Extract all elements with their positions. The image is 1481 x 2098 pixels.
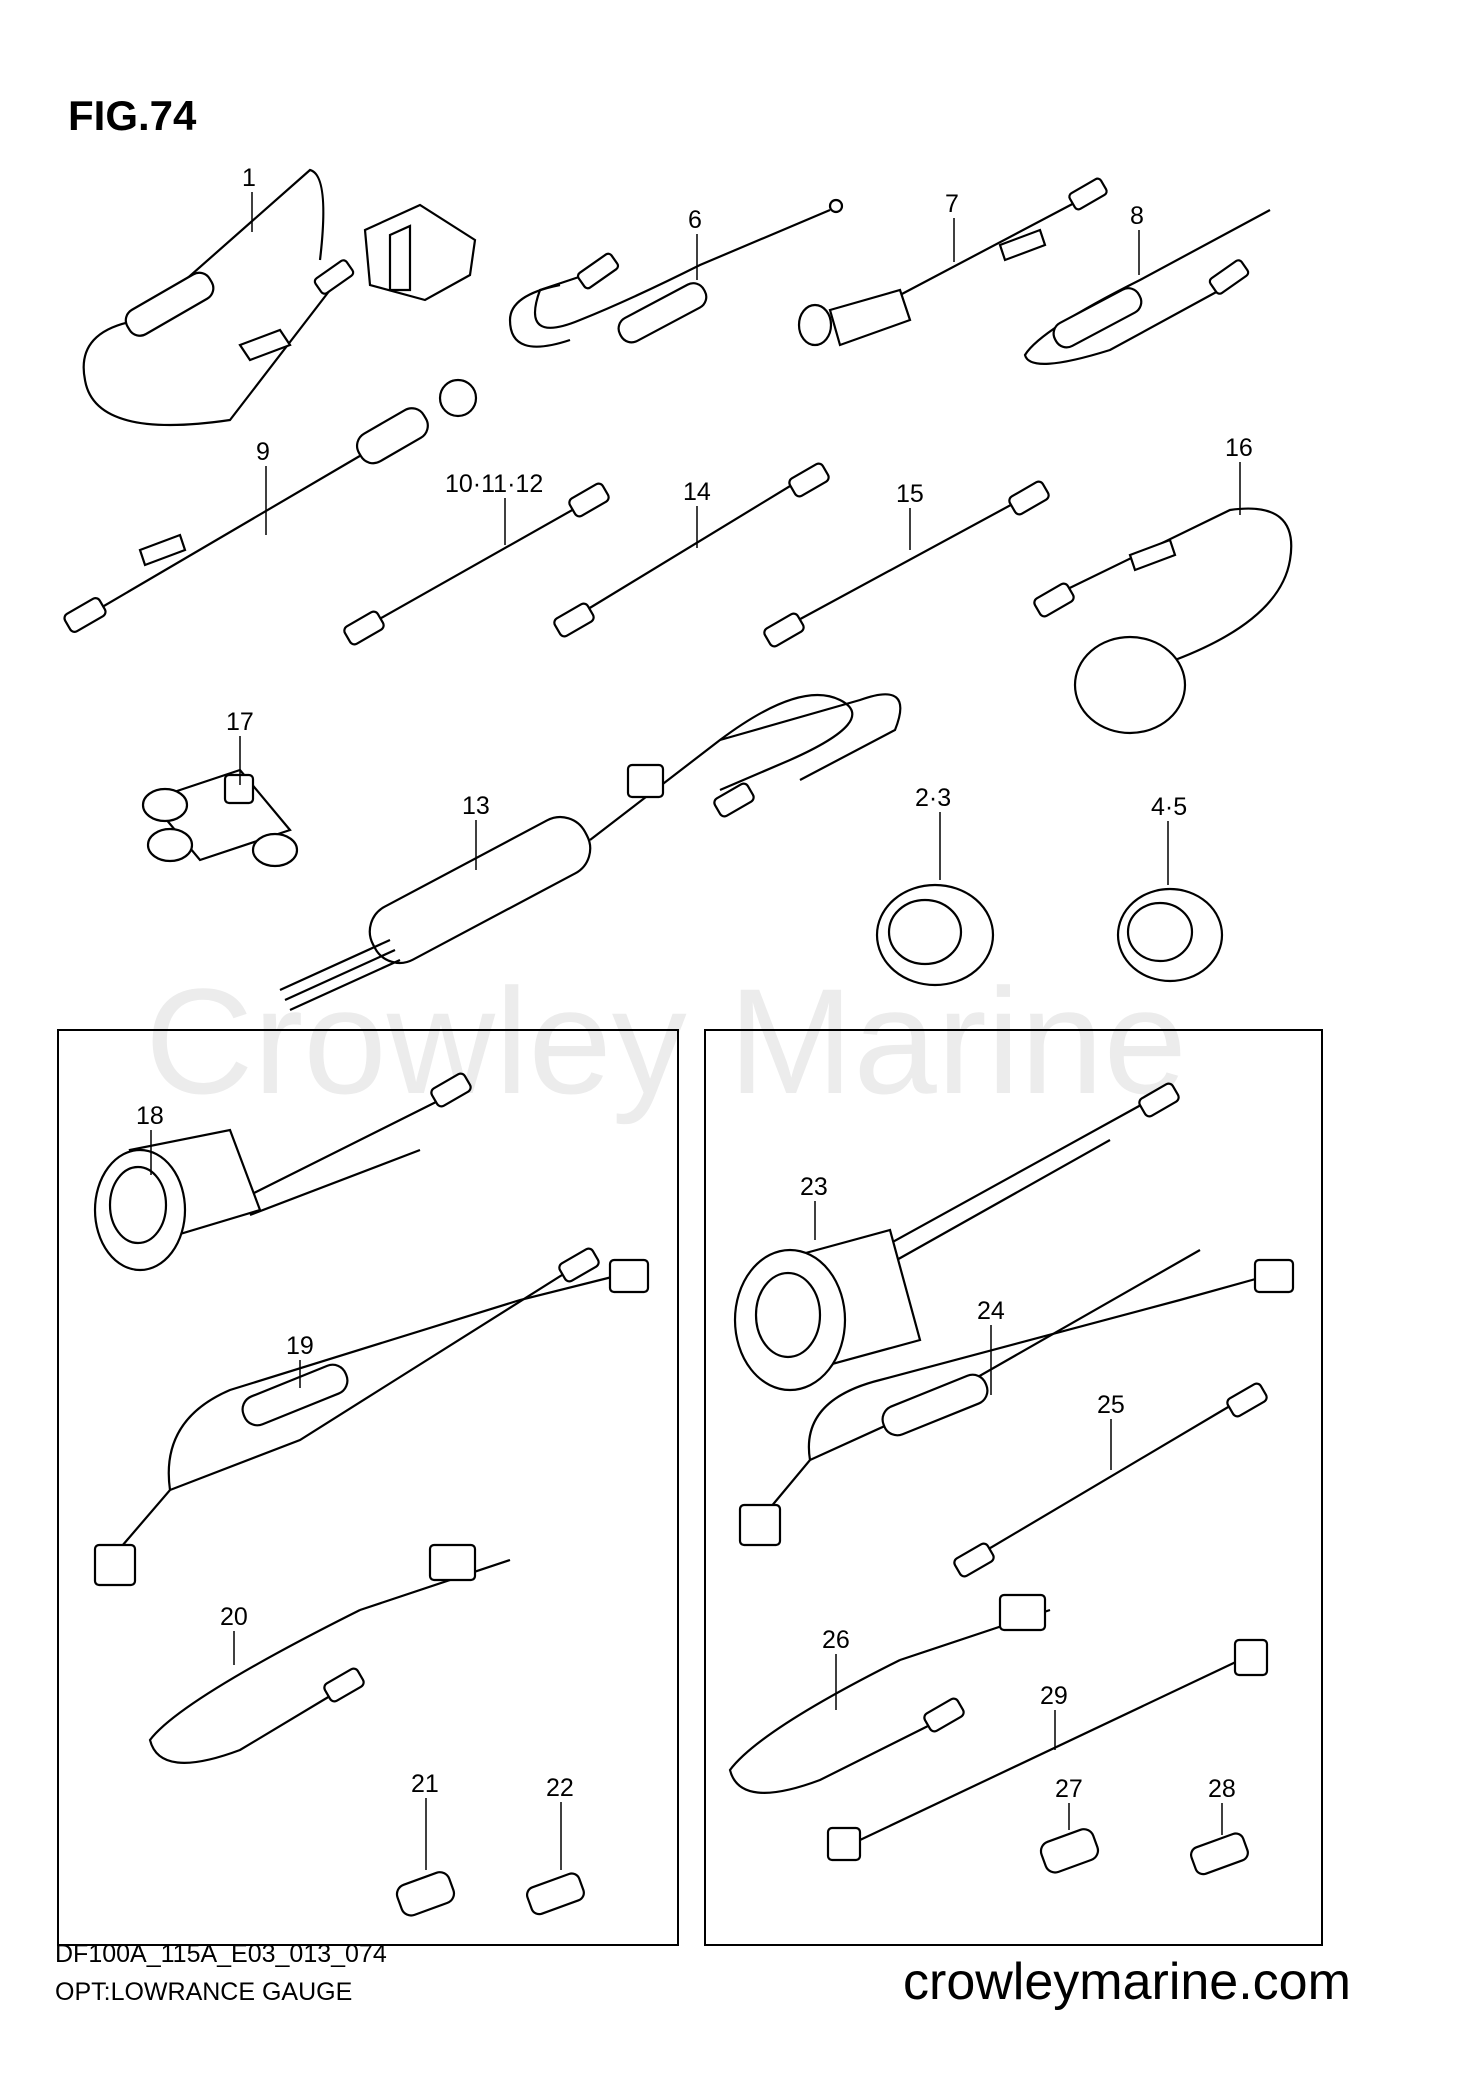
part-25-cable[interactable]	[953, 1382, 1269, 1578]
callout-24: 24	[977, 1297, 1005, 1325]
part-6-cable[interactable]	[508, 198, 844, 348]
footer-diagram-code: DF100A_115A_E03_013_074	[55, 1940, 387, 1968]
callout-25: 25	[1097, 1391, 1125, 1419]
callout-8: 8	[1130, 202, 1144, 230]
callout-22: 22	[546, 1774, 574, 1802]
callout-9: 9	[256, 438, 270, 466]
part-20-power-cable[interactable]	[148, 1543, 511, 1764]
group-box-left	[57, 1029, 679, 1946]
part-21-connector[interactable]	[394, 1869, 457, 1918]
callout-19: 19	[286, 1332, 314, 1360]
callout-13: 13	[462, 792, 490, 820]
part-7-thru-hull[interactable]	[797, 177, 1108, 347]
part-4-5-bezel-ring[interactable]	[1116, 887, 1224, 983]
part-15-cable[interactable]	[763, 480, 1051, 648]
group-box-right	[704, 1029, 1323, 1946]
part-1-sensor-cable[interactable]	[82, 168, 477, 426]
part-19-cable[interactable]	[93, 1247, 650, 1587]
leader-lines	[150, 192, 1241, 1870]
callout-10-11-12: 10·11·12	[445, 470, 543, 498]
footer-website: crowleymarine.com	[903, 1953, 1351, 2011]
callout-4-5: 4·5	[1151, 793, 1187, 821]
part-22-connector[interactable]	[525, 1871, 586, 1916]
callout-18: 18	[136, 1102, 164, 1130]
callout-2-3: 2·3	[915, 784, 951, 812]
part-8-cable[interactable]	[1023, 209, 1271, 365]
callout-14: 14	[683, 478, 711, 506]
part-13-power-cable[interactable]	[279, 693, 902, 1012]
part-23-gauge[interactable]	[733, 1082, 1180, 1392]
callout-16: 16	[1225, 434, 1253, 462]
callout-1: 1	[242, 164, 256, 192]
part-10-11-12-cable[interactable]	[343, 482, 611, 646]
callout-21: 21	[411, 1770, 439, 1798]
callout-15: 15	[896, 480, 924, 508]
callout-17: 17	[226, 708, 254, 736]
part-17-t-connector[interactable]	[141, 768, 299, 868]
callout-29: 29	[1040, 1682, 1068, 1710]
footer-diagram-description: OPT:LOWRANCE GAUGE	[55, 1978, 353, 2006]
part-28-connector[interactable]	[1189, 1831, 1250, 1876]
callout-6: 6	[688, 206, 702, 234]
part-29-cable[interactable]	[826, 1638, 1269, 1862]
part-26-power-cable[interactable]	[728, 1593, 1051, 1794]
callout-27: 27	[1055, 1775, 1083, 1803]
callout-23: 23	[800, 1173, 828, 1201]
part-2-3-bezel-ring[interactable]	[875, 883, 995, 987]
part-14-cable[interactable]	[553, 462, 831, 638]
part-24-cable[interactable]	[738, 1249, 1295, 1547]
callout-26: 26	[822, 1626, 850, 1654]
part-16-gps-antenna[interactable]	[1033, 507, 1293, 735]
part-27-connector[interactable]	[1038, 1826, 1101, 1875]
figure-title: FIG.74	[68, 92, 197, 139]
callout-20: 20	[220, 1603, 248, 1631]
part-18-gauge[interactable]	[93, 1072, 472, 1272]
callout-28: 28	[1208, 1775, 1236, 1803]
part-9-transducer-cable[interactable]	[63, 378, 478, 634]
callout-labels: 1 6 7 8 9 10·11·12 14 15 16 17 13 2·3 4·…	[136, 164, 1253, 1803]
callout-7: 7	[945, 190, 959, 218]
